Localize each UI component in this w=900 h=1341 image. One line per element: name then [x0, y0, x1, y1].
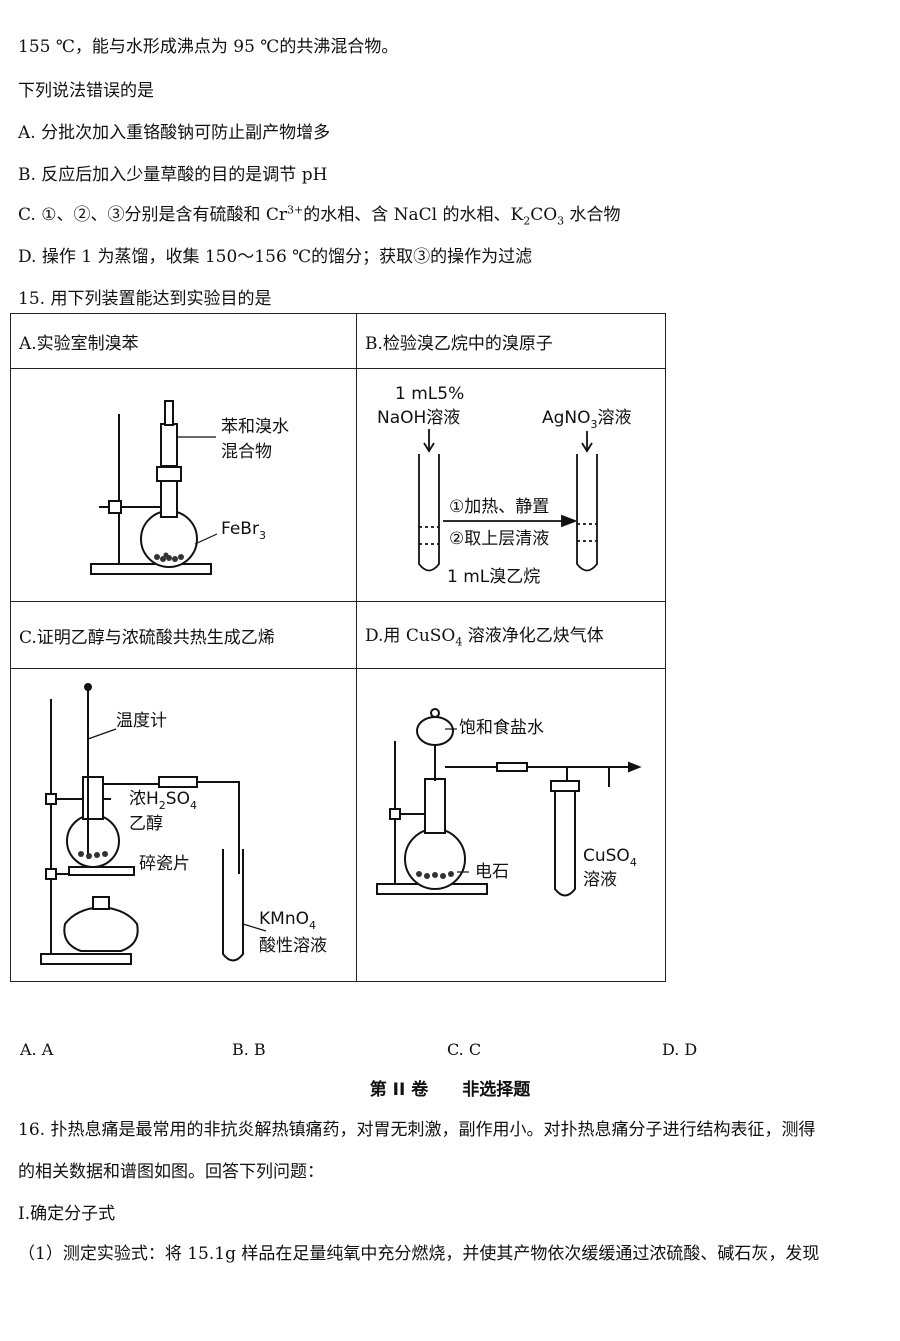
option-c: C. ①、②、③分别是含有硫酸和 Cr3+的水相、含 NaCl 的水相、K2CO… — [18, 203, 621, 228]
bromine-test-diagram: 1 mL5% NaOH溶液 AgNO3溶液 ①加热、 — [377, 384, 632, 587]
choice-d: D. D — [662, 1040, 698, 1059]
label-porcelain-chips: 碎瓷片 — [139, 854, 190, 874]
label-thermometer: 温度计 — [116, 711, 167, 731]
label-calcium-carbide: 电石 — [475, 862, 509, 882]
label-febr3: FeBr3 — [221, 519, 266, 542]
cell-b-figure: 1 mL5% NaOH溶液 AgNO3溶液 ①加热、 — [356, 368, 666, 602]
label-solution: 溶液 — [583, 870, 617, 890]
label-brine: 饱和食盐水 — [459, 718, 544, 738]
section-heading: 第 II 卷 非选择题 — [369, 1080, 531, 1100]
label-1ml-5pct: 1 mL5% — [395, 384, 464, 404]
label-mixture: 混合物 — [221, 442, 272, 462]
acetylene-purification-diagram: 饱和食盐水 电石 CuSO4 溶液 — [376, 708, 642, 897]
choice-c: C. C — [447, 1040, 482, 1059]
label-heat-settle: ①加热、静置 — [449, 497, 549, 517]
question-15: 15. 用下列装置能达到实验目的是 — [18, 289, 272, 309]
choice-b: B. B — [232, 1040, 266, 1059]
option-d: D. 操作 1 为蒸馏，收集 150～156 ℃的馏分；获取③的操作为过滤 — [18, 247, 533, 267]
label-benzene-bromine: 苯和溴水 — [221, 417, 289, 437]
cell-c-figure: 温度计 浓H2SO4 乙醇 碎瓷片 KMnO4 酸性溶液 — [10, 668, 357, 982]
label-agno3: AgNO3溶液 — [542, 408, 632, 431]
apparatus-table: A.实验室制溴苯 B.检验溴乙烷中的溴原子 — [10, 313, 666, 982]
cell-d-figure: 饱和食盐水 电石 CuSO4 溶液 — [356, 668, 666, 982]
option-b: B. 反应后加入少量草酸的目的是调节 pH — [18, 165, 328, 185]
label-naoh: NaOH溶液 — [377, 408, 460, 428]
q16-line-1: 16. 扑热息痛是最常用的非抗炎解热镇痛药，对胃无刺激，副作用小。对扑热息痛分子… — [18, 1120, 816, 1140]
label-ethanol: 乙醇 — [129, 814, 163, 834]
cell-c-title: C.证明乙醇与浓硫酸共热生成乙烯 — [10, 601, 357, 669]
cell-a-figure: 苯和溴水 混合物 FeBr3 — [10, 368, 357, 602]
cell-b-title: B.检验溴乙烷中的溴原子 — [356, 313, 666, 369]
text-line-2: 下列说法错误的是 — [18, 81, 154, 101]
choice-a: A. A — [20, 1040, 54, 1059]
option-a: A. 分批次加入重铬酸钠可防止副产物增多 — [18, 123, 331, 143]
label-take-upper-layer: ②取上层清液 — [449, 529, 549, 549]
bromobenzene-apparatus-diagram: 苯和溴水 混合物 FeBr3 — [90, 400, 289, 575]
q16-line-4: （1）测定实验式：将 15.1g 样品在足量纯氧中充分燃烧，并使其产物依次缓缓通… — [18, 1244, 820, 1264]
text-line-1: 155 ℃，能与水形成沸点为 95 ℃的共沸混合物。 — [18, 37, 399, 57]
label-conc-h2so4: 浓H2SO4 — [129, 789, 197, 812]
ethylene-apparatus-diagram: 温度计 浓H2SO4 乙醇 碎瓷片 KMnO4 酸性溶液 — [40, 683, 327, 965]
q16-line-2: 的相关数据和谱图如图。回答下列问题： — [18, 1162, 324, 1182]
cell-d-title: D.用 CuSO4 溶液净化乙炔气体 — [356, 601, 666, 669]
label-bromoethane: 1 mL溴乙烷 — [447, 567, 540, 587]
label-acidic-solution: 酸性溶液 — [259, 936, 327, 956]
label-kmno4: KMnO4 — [259, 909, 316, 932]
label-cuso4: CuSO4 — [583, 846, 637, 869]
cell-a-title: A.实验室制溴苯 — [10, 313, 357, 369]
q16-line-3: Ⅰ.确定分子式 — [18, 1204, 116, 1224]
